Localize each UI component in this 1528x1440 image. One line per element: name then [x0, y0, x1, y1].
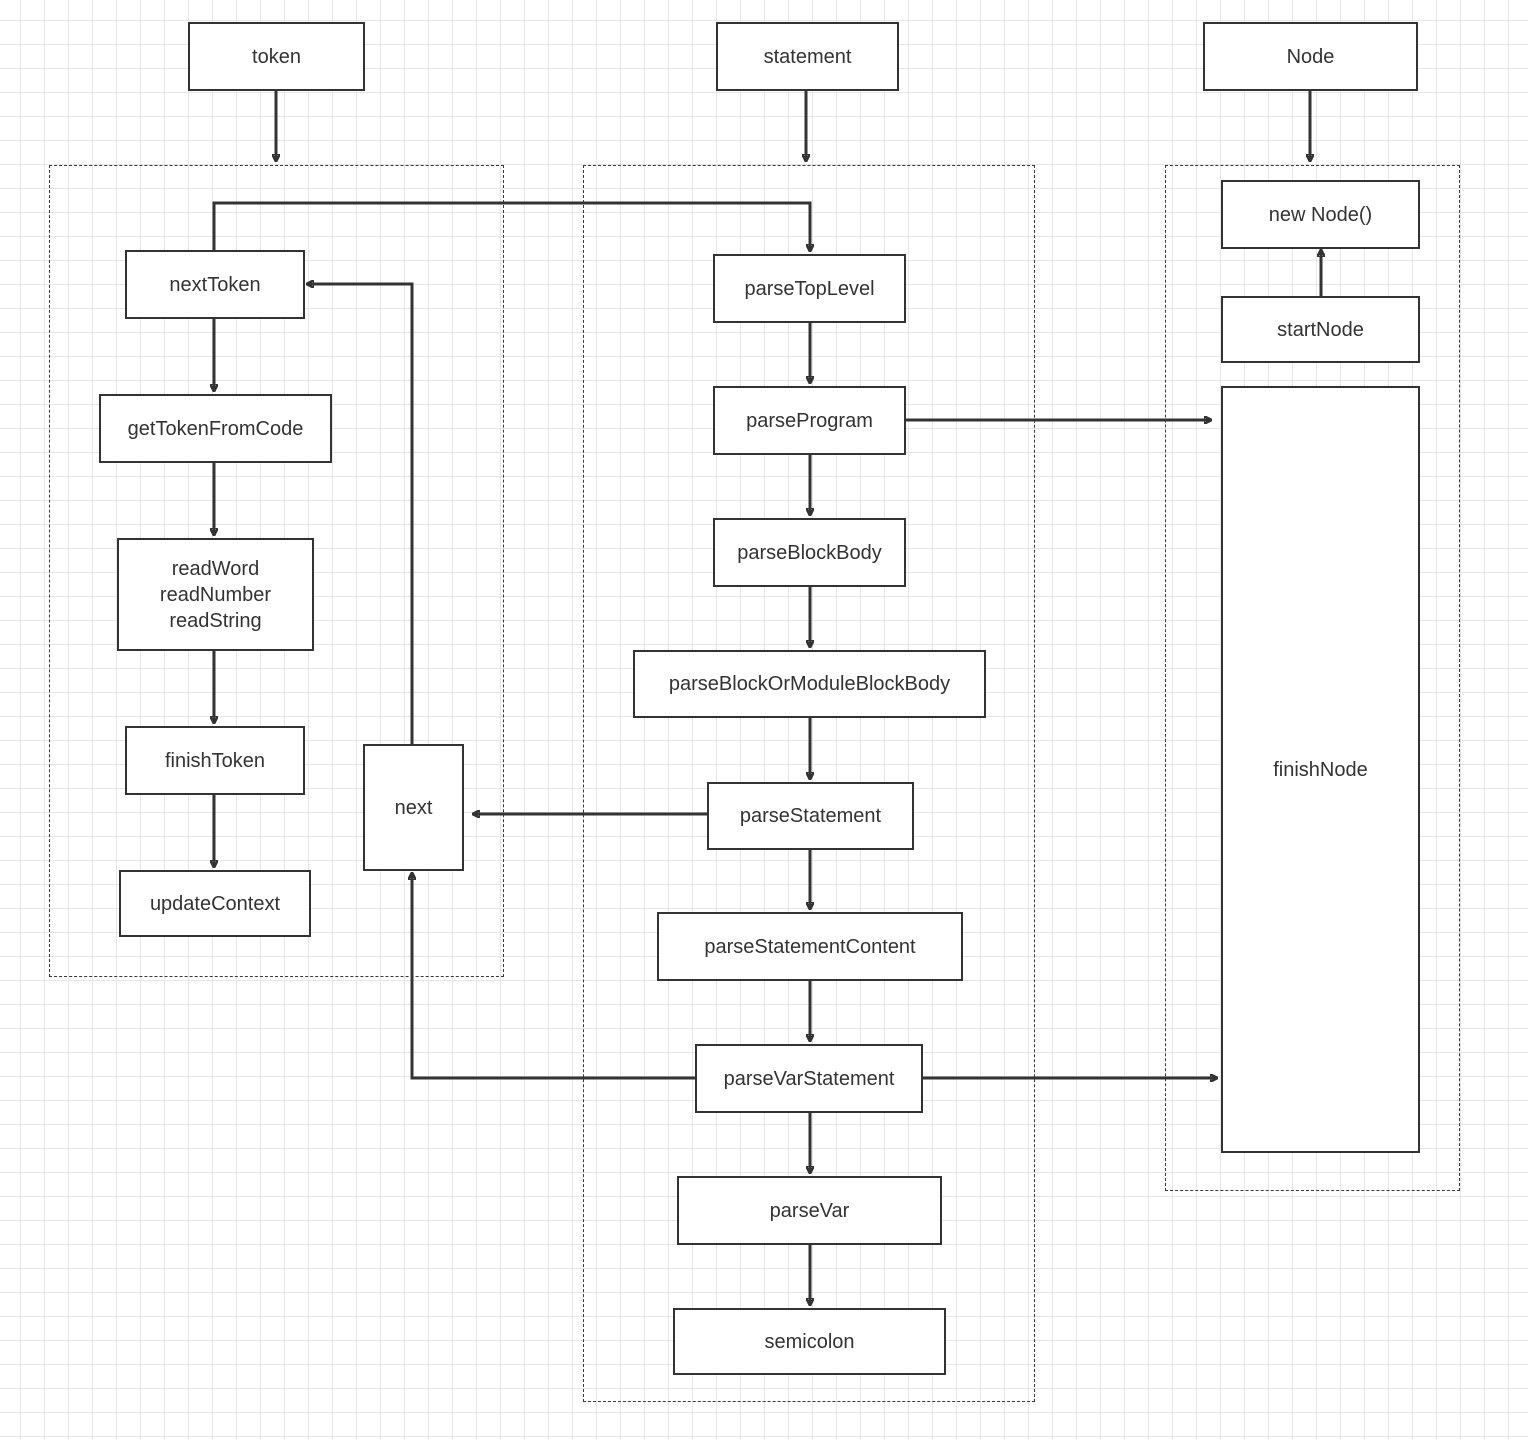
- parse-statement-content-box: parseStatementContent: [657, 912, 963, 981]
- get-token-from-code-box: getTokenFromCode: [99, 394, 332, 463]
- read-functions-label: readWord readNumber readString: [159, 557, 272, 632]
- get-token-from-code-label: getTokenFromCode: [127, 417, 304, 440]
- parse-program-box: parseProgram: [713, 386, 906, 455]
- statement-header-label: statement: [763, 45, 852, 68]
- arrow-parsevarstatement-to-next: [412, 873, 696, 1080]
- finish-token-label: finishToken: [164, 749, 266, 772]
- parse-program-label: parseProgram: [746, 409, 873, 432]
- update-context-box: updateContext: [119, 870, 311, 937]
- next-token-box: nextToken: [125, 250, 305, 319]
- statement-group-container: [583, 165, 1035, 1402]
- parse-var-statement-box: parseVarStatement: [695, 1044, 923, 1113]
- read-functions-box: readWord readNumber readString: [117, 538, 314, 651]
- parse-top-level-label: parseTopLevel: [744, 277, 875, 300]
- node-header-label: Node: [1286, 45, 1335, 68]
- new-node-label: new Node(): [1268, 203, 1373, 226]
- finish-token-box: finishToken: [125, 726, 305, 795]
- arrow-nexttoken-to-parsetoplevel: [212, 201, 810, 251]
- parse-var-label: parseVar: [769, 1199, 850, 1222]
- parse-block-body-box: parseBlockBody: [713, 518, 906, 587]
- semicolon-label: semicolon: [764, 1330, 855, 1353]
- token-header-label: token: [252, 45, 301, 68]
- token-group-container: [49, 165, 504, 977]
- parse-statement-box: parseStatement: [707, 782, 914, 850]
- token-header-box: token: [188, 22, 365, 91]
- finish-node-box: finishNode: [1221, 386, 1420, 1153]
- parse-block-or-module-block-body-box: parseBlockOrModuleBlockBody: [633, 650, 986, 718]
- semicolon-box: semicolon: [673, 1308, 946, 1375]
- parse-var-box: parseVar: [677, 1176, 942, 1245]
- update-context-label: updateContext: [149, 892, 281, 915]
- next-token-label: nextToken: [169, 273, 261, 296]
- start-node-label: startNode: [1277, 318, 1364, 341]
- start-node-box: startNode: [1221, 296, 1420, 363]
- arrow-next-to-nexttoken: [307, 284, 414, 744]
- next-label: next: [394, 796, 433, 819]
- node-header-box: Node: [1203, 22, 1418, 91]
- new-node-box: new Node(): [1221, 180, 1420, 249]
- node-group-container: [1165, 165, 1460, 1191]
- parse-var-statement-label: parseVarStatement: [723, 1067, 895, 1090]
- parse-block-or-module-block-body-label: parseBlockOrModuleBlockBody: [668, 673, 951, 695]
- parse-statement-label: parseStatement: [739, 805, 882, 827]
- finish-node-label: finishNode: [1273, 758, 1368, 781]
- parse-statement-content-label: parseStatementContent: [704, 935, 916, 958]
- statement-header-box: statement: [716, 22, 899, 91]
- parse-top-level-box: parseTopLevel: [713, 254, 906, 323]
- parse-block-body-label: parseBlockBody: [737, 541, 882, 564]
- next-box: next: [363, 744, 464, 871]
